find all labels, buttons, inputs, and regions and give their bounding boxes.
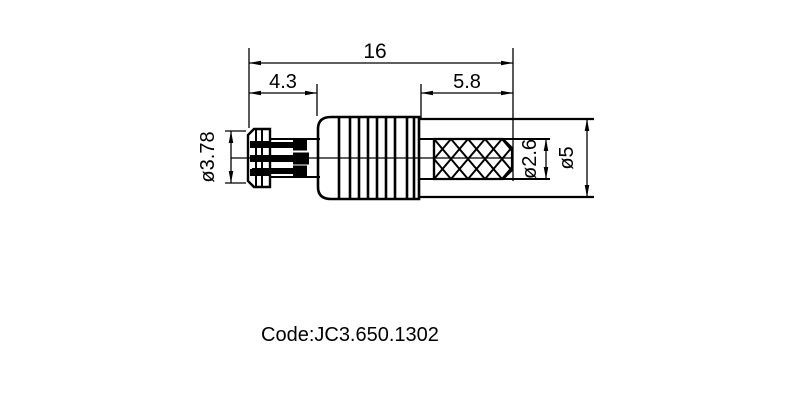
neck-outline [270,138,320,178]
body-outline [316,115,421,201]
dim-5-8-label: 5.8 [453,71,481,93]
crimp-ferrule [432,137,514,181]
dim-overall-length: 16 [248,40,514,181]
dim-barrel-diameter: ø5 [556,119,590,197]
dim-ferrule-length: 5.8 [420,71,513,118]
note-code: Code:JC3.650.1302 [261,324,439,346]
contact-pin-bottom-tip [293,165,307,177]
contact-pin-top-tip [293,139,307,151]
contact-pin-top [252,142,302,148]
dim-d378-label: ø3.78 [197,131,219,182]
dim-d26-label: ø2.6 [519,139,541,179]
dim-4-3-label: 4.3 [269,71,297,93]
contact-pin-bottom [252,168,302,174]
part-notes: Code:JC3.650.1302 Type:MCX-C-J1.5-4 Cabl… [261,268,439,400]
dim-d5-label: ø5 [556,146,578,169]
dim-head-length: 4.3 [249,71,318,116]
rear-barrel-outline [419,117,594,199]
dim-head-diameter: ø3.78 [197,130,246,184]
knurl-pattern-fill [434,139,512,179]
head-outline [246,127,272,189]
dim-16-label: 16 [363,40,386,63]
dim-cable-diameter: ø2.6 [519,139,549,179]
